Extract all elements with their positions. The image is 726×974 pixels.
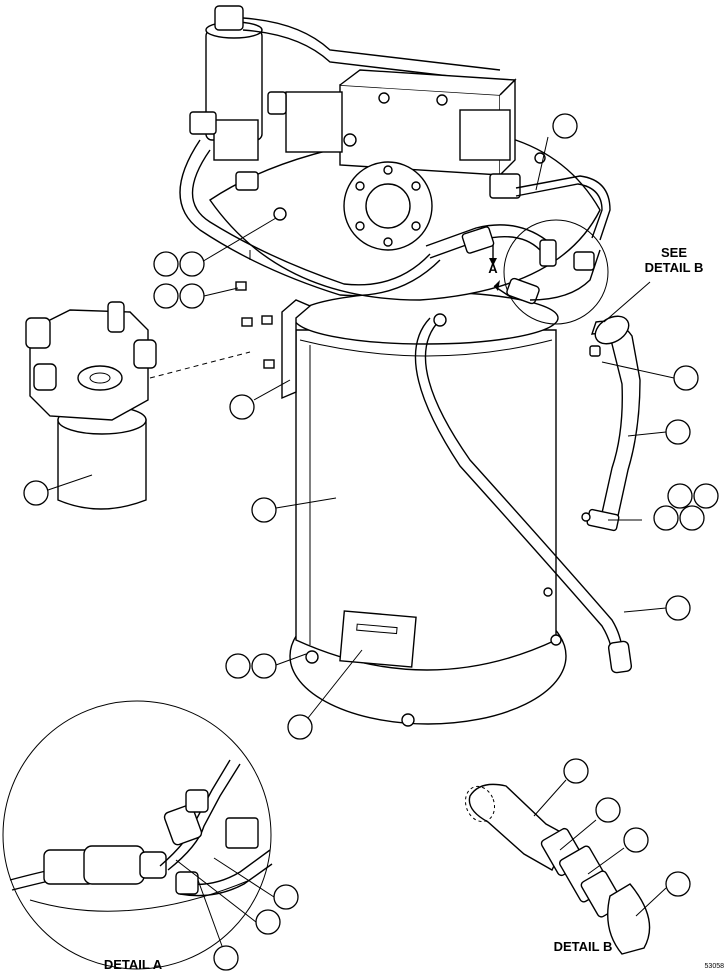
callout-balloon xyxy=(653,505,679,531)
mounting-bracket xyxy=(281,299,312,400)
see-detail-leader xyxy=(603,281,651,323)
see-detail-b-label: SEE DETAIL B xyxy=(628,245,720,276)
callout-balloon xyxy=(153,283,179,309)
callout-balloon xyxy=(23,480,49,506)
callout-balloon xyxy=(225,653,251,679)
callout-balloon xyxy=(273,884,299,910)
detail-a-view xyxy=(2,700,299,971)
see-detail-line1: SEE xyxy=(660,245,687,260)
detail-b-view xyxy=(464,758,691,955)
detail-a-title: DETAIL A xyxy=(103,957,163,972)
mounting-pins xyxy=(235,250,275,369)
callout-balloon xyxy=(287,714,313,740)
valve-assembly xyxy=(179,5,611,301)
filter-assembly xyxy=(25,301,251,510)
figure-code: 53058 xyxy=(704,963,724,970)
see-detail-line2: DETAIL B xyxy=(644,259,704,275)
callout-balloon xyxy=(665,871,691,897)
callout-balloon xyxy=(693,483,719,509)
callout-balloon xyxy=(623,827,649,853)
view-arrow xyxy=(489,245,513,299)
callout-balloon xyxy=(552,113,578,139)
callout-balloon xyxy=(229,394,255,420)
callout-balloon xyxy=(673,365,699,391)
callout-balloon xyxy=(563,758,589,784)
detail-b-title: DETAIL B xyxy=(553,939,613,954)
detail-a-callout-circle xyxy=(503,219,609,325)
callout-balloon xyxy=(595,797,621,823)
callout-balloon xyxy=(665,419,691,445)
reservoir-tank xyxy=(289,291,567,727)
suction-tube xyxy=(414,313,633,674)
callout-balloon xyxy=(251,653,277,679)
callout-balloon xyxy=(665,595,691,621)
return-hose xyxy=(581,315,641,532)
connector-fittings xyxy=(506,239,601,305)
callout-balloon xyxy=(255,909,281,935)
callout-balloon xyxy=(667,483,693,509)
callout-balloon xyxy=(179,283,205,309)
callout-balloons xyxy=(23,113,719,740)
view-arrow-label: A xyxy=(488,261,498,276)
callout-balloon xyxy=(213,945,239,971)
callout-balloon xyxy=(679,505,705,531)
callout-balloon xyxy=(251,497,277,523)
callout-balloon xyxy=(179,251,205,277)
callout-balloon xyxy=(153,251,179,277)
